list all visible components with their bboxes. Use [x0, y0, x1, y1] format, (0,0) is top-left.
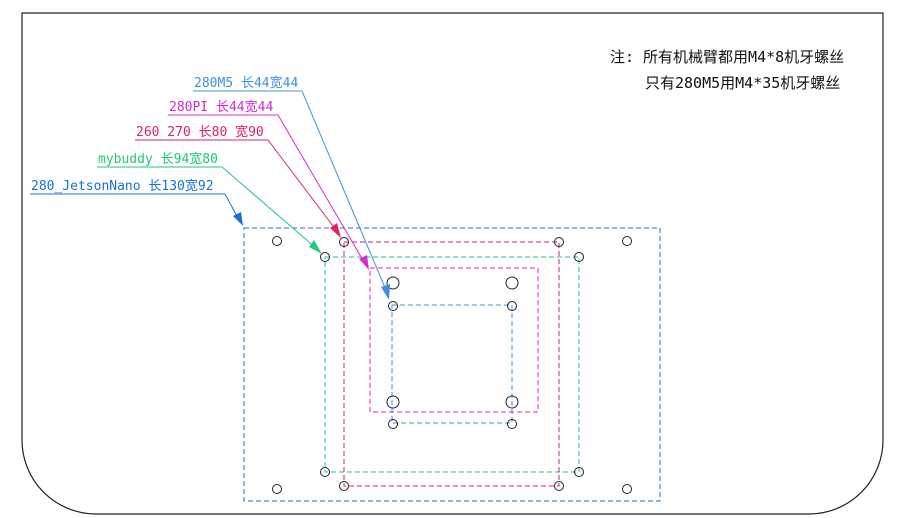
callout-260-270: 260 270 长80 宽90	[135, 124, 341, 238]
label-280m5: 280M5 长44宽44	[194, 75, 298, 91]
hole-280pi-br	[505, 395, 519, 409]
hole-260-br	[554, 481, 564, 491]
rect-280pi	[369, 267, 539, 413]
hole-260-tr	[554, 237, 564, 247]
callout-280m5: 280M5 长44宽44	[193, 75, 390, 300]
callout-280-jetson: 280_JetsonNano 长130宽92	[30, 178, 243, 226]
hole-jetson-br	[622, 484, 632, 494]
hole-260-tl	[339, 237, 349, 247]
label-mybuddy: mybuddy 长94宽80	[98, 151, 218, 167]
hole-jetson-tl	[272, 236, 282, 246]
hole-mybuddy-br	[574, 467, 584, 477]
rect-260-270	[343, 241, 560, 487]
rect-280-jetson	[243, 227, 661, 502]
note-line-1: 注: 所有机械臂都用M4*8机牙螺丝	[610, 48, 844, 66]
hole-jetson-bl	[272, 484, 282, 494]
hole-jetson-tr	[622, 236, 632, 246]
hole-mybuddy-bl	[320, 467, 330, 477]
label-280-jetson: 280_JetsonNano 长130宽92	[31, 178, 214, 194]
hole-260-bl	[339, 481, 349, 491]
rect-280m5	[391, 304, 513, 424]
hole-280pi-bl	[386, 395, 400, 409]
hole-280m5-br	[507, 419, 517, 429]
callout-mybuddy: mybuddy 长94宽80	[97, 151, 322, 254]
hole-280pi-tl	[386, 276, 400, 290]
label-260-270: 260 270 长80 宽90	[136, 124, 264, 140]
hole-280m5-tr	[507, 301, 517, 311]
hole-280m5-tl	[388, 301, 398, 311]
hole-280m5-bl	[388, 419, 398, 429]
hole-280pi-tr	[505, 276, 519, 290]
label-280pi: 280PI 长44宽44	[169, 99, 273, 115]
note-line-2: 只有280M5用M4*35机牙螺丝	[645, 74, 840, 92]
hole-mybuddy-tl	[320, 252, 330, 262]
callout-280pi: 280PI 长44宽44	[168, 99, 369, 270]
rect-mybuddy	[324, 256, 580, 473]
board-outline	[21, 12, 884, 515]
hole-mybuddy-tr	[574, 252, 584, 262]
